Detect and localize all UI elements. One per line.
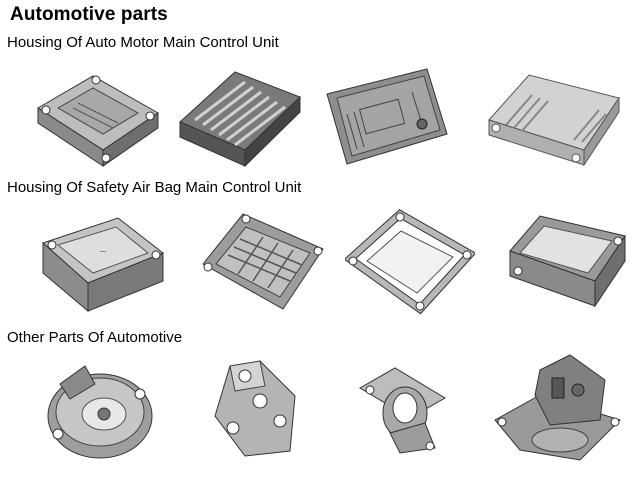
page-title: Automotive parts	[10, 4, 168, 25]
automotive-part-image-1	[40, 354, 160, 469]
airbag-control-unit-row: —	[0, 205, 639, 323]
automotive-part-image-3	[355, 358, 455, 458]
automotive-part-image-4	[490, 350, 630, 468]
section-heading-motor-control-unit: Housing Of Auto Motor Main Control Unit	[7, 34, 279, 51]
motor-control-unit-row	[0, 60, 639, 175]
motor-unit-housing-image-4	[484, 70, 624, 170]
section-heading-airbag-control-unit: Housing Of Safety Air Bag Main Control U…	[7, 179, 302, 196]
automotive-part-image-2	[205, 356, 305, 466]
motor-unit-housing-image-3	[322, 64, 452, 172]
section-heading-other-parts: Other Parts Of Automotive	[7, 329, 183, 346]
airbag-unit-housing-image-1: —	[38, 213, 168, 318]
motor-unit-housing-image-2	[175, 62, 305, 172]
airbag-unit-housing-image-4	[500, 211, 630, 316]
airbag-unit-housing-image-3	[345, 209, 475, 319]
motor-unit-housing-image-1	[18, 68, 168, 173]
airbag-unit-housing-image-2	[198, 209, 328, 319]
other-parts-row	[0, 348, 639, 473]
svg-text:—: —	[100, 249, 106, 255]
